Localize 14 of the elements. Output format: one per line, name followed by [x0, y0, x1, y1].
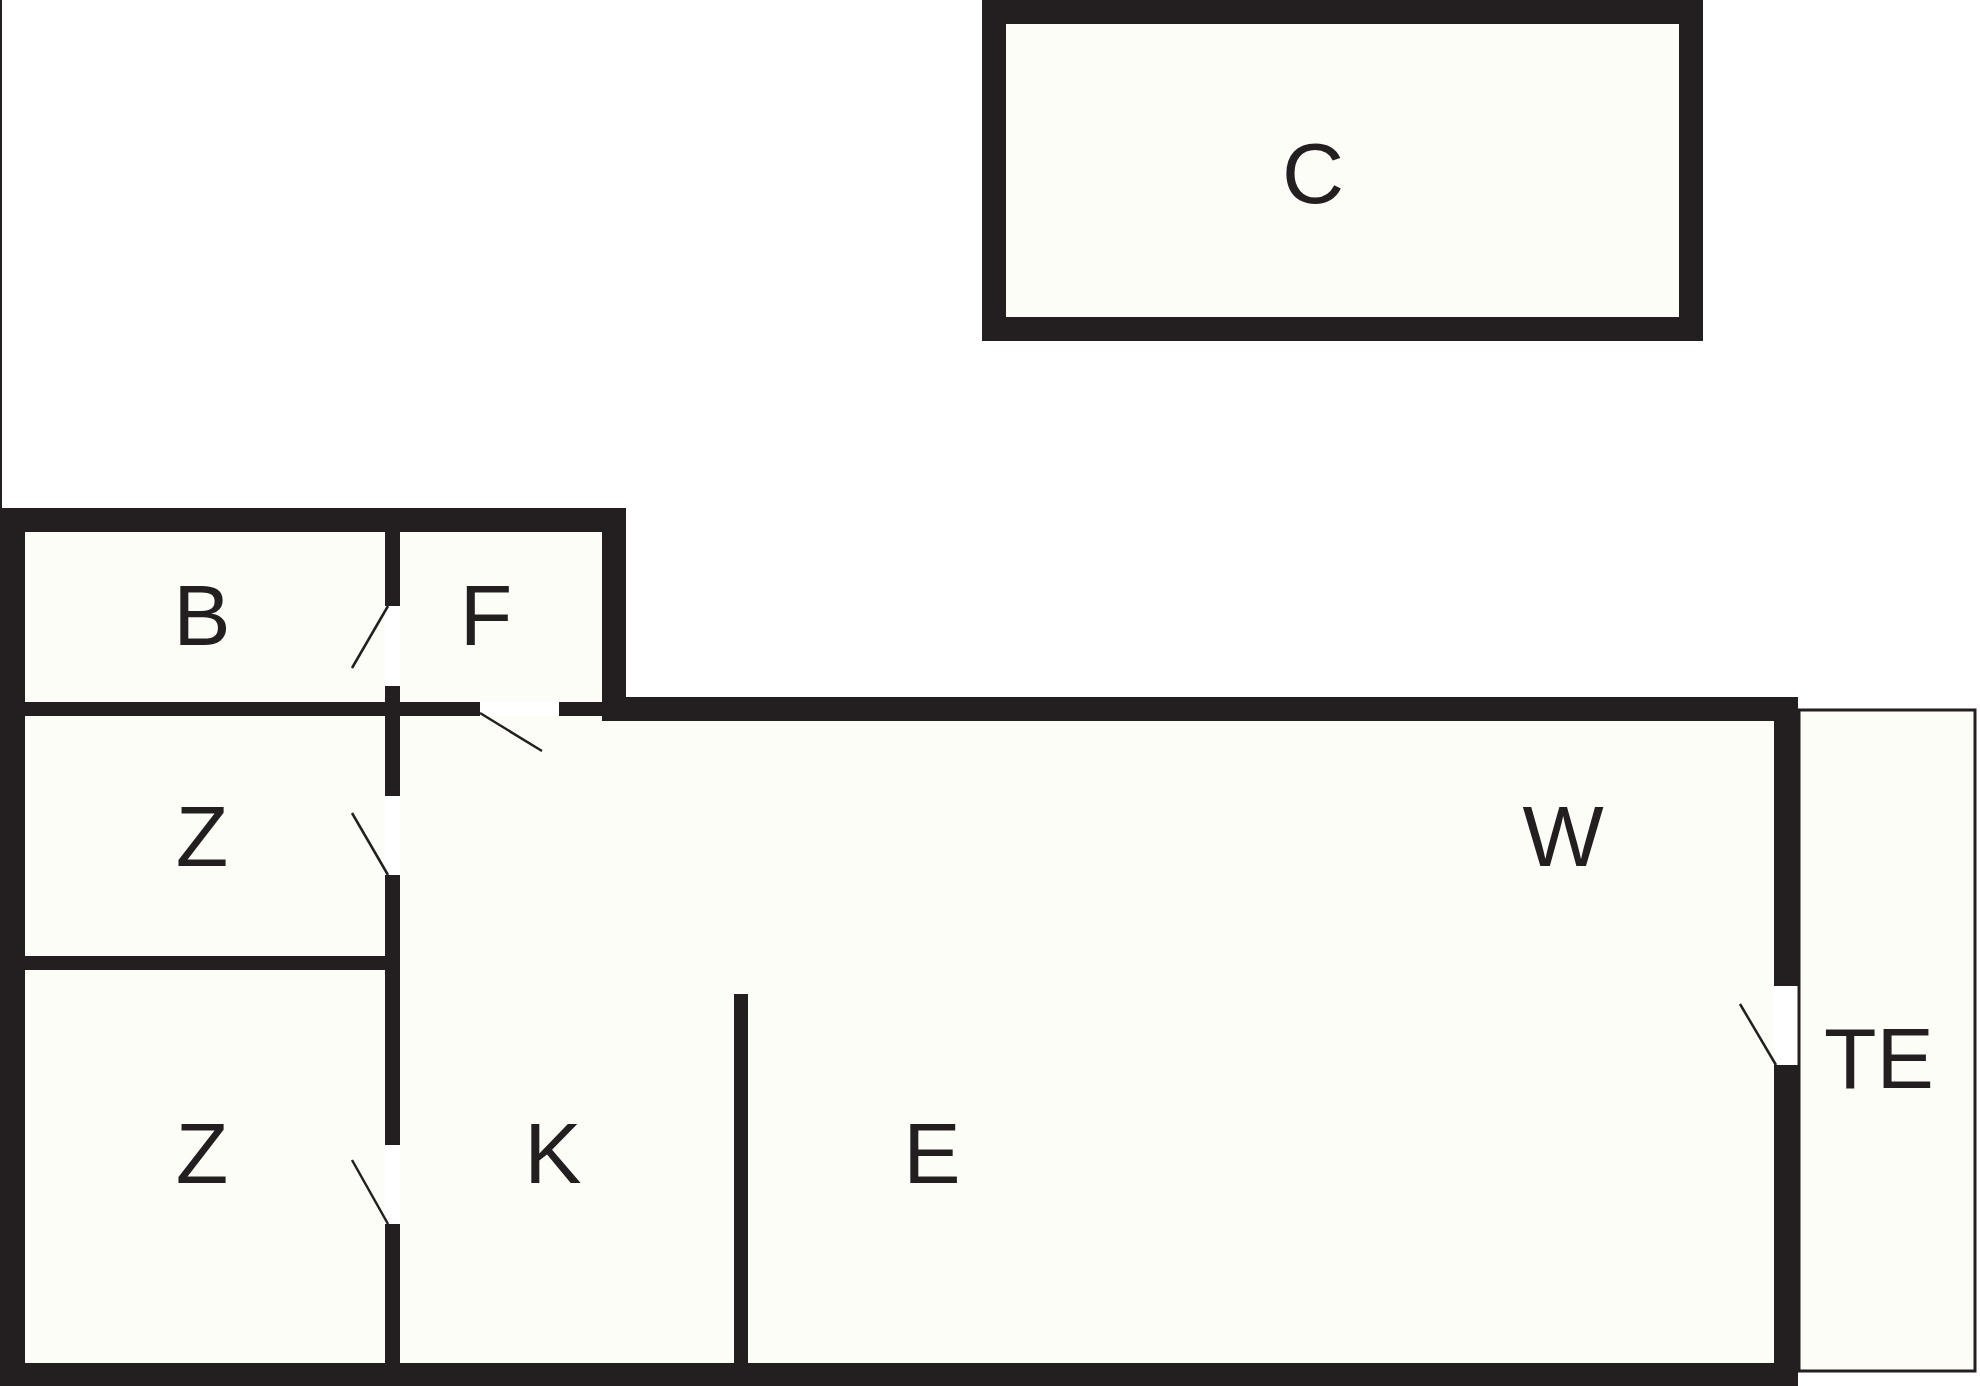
room-label: K [524, 1110, 582, 1196]
room-label: TE [1824, 1015, 1934, 1101]
room-area [25, 532, 385, 702]
room-label: Z [175, 793, 229, 879]
room-area [400, 532, 602, 702]
room-label: W [1522, 793, 1604, 879]
room-area [25, 716, 385, 956]
room-area [25, 970, 385, 1363]
room-label: B [173, 572, 231, 658]
room-label: C [1281, 130, 1345, 216]
room-label: Z [175, 1110, 229, 1196]
room-area [400, 716, 1774, 1363]
room-label: E [903, 1110, 961, 1196]
room-label: F [459, 572, 513, 658]
